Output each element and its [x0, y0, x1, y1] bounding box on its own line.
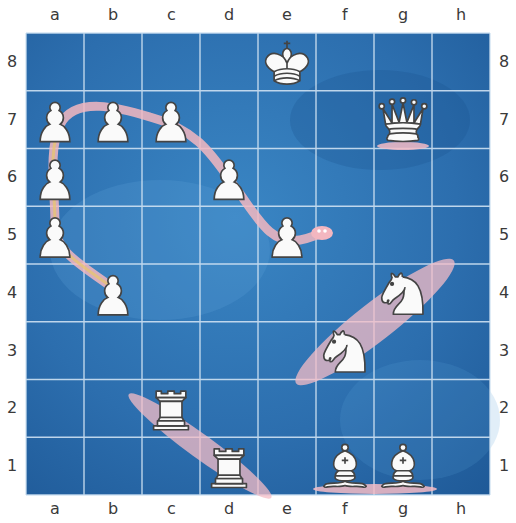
file-label: e	[282, 500, 292, 518]
rank-label: 3	[499, 342, 509, 360]
file-label: d	[224, 6, 234, 24]
file-label: h	[456, 6, 466, 24]
file-label: g	[398, 6, 408, 24]
rank-label: 7	[499, 111, 509, 129]
file-label: b	[108, 500, 118, 518]
file-label: a	[50, 500, 60, 518]
rank-label: 4	[7, 284, 17, 302]
file-label: d	[224, 500, 234, 518]
rank-label: 5	[7, 226, 17, 244]
rank-label: 2	[499, 399, 509, 417]
file-label: a	[50, 6, 60, 24]
move-swoosh	[53, 106, 466, 507]
rank-label: 8	[7, 53, 17, 71]
rank-label: 1	[499, 457, 509, 475]
rank-label: 2	[7, 399, 17, 417]
file-label: e	[282, 6, 292, 24]
rank-label: 6	[7, 168, 17, 186]
rank-label: 3	[7, 342, 17, 360]
file-label: g	[398, 500, 408, 518]
rank-label: 8	[499, 53, 509, 71]
chess-pieces	[40, 41, 427, 488]
file-label: f	[342, 500, 348, 518]
board-grid	[26, 33, 490, 495]
rank-label: 5	[499, 226, 509, 244]
rank-label: 4	[499, 284, 509, 302]
file-label: h	[456, 500, 466, 518]
file-label: c	[167, 500, 176, 518]
file-label: b	[108, 6, 118, 24]
rank-label: 7	[7, 111, 17, 129]
rank-label: 6	[499, 168, 509, 186]
file-label: f	[342, 6, 348, 24]
rank-label: 1	[7, 457, 17, 475]
file-label: c	[167, 6, 176, 24]
